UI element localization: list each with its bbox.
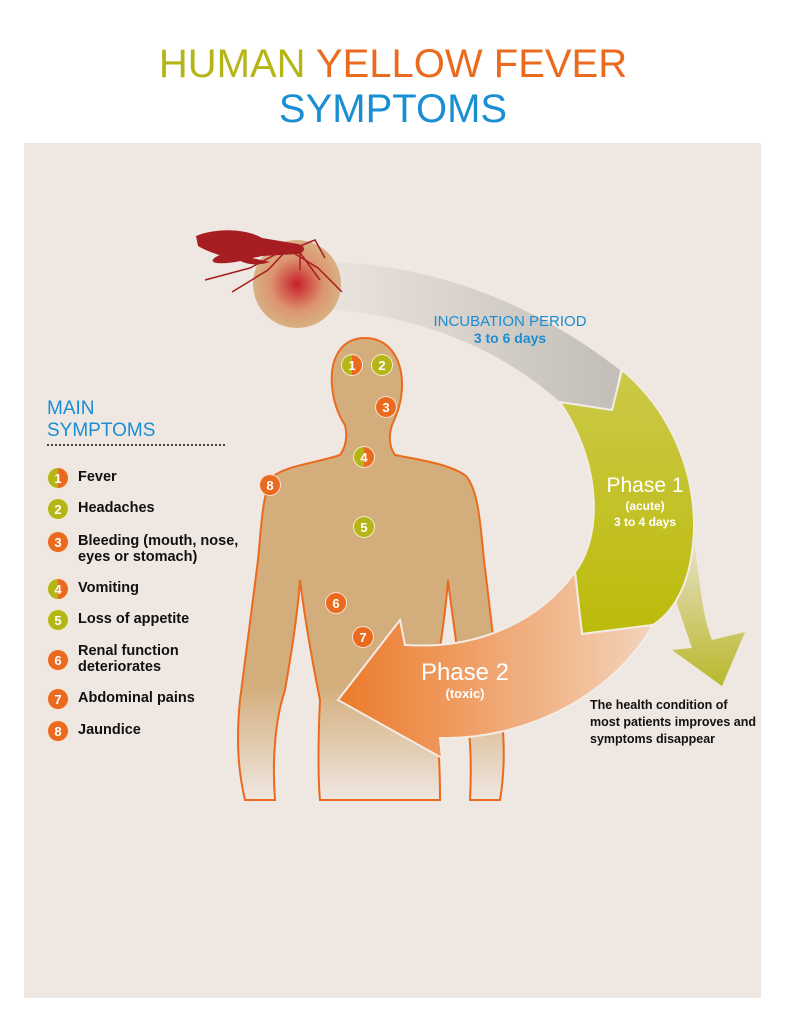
phase-2-label: Phase 2 (toxic) xyxy=(400,660,530,702)
phase-2-type: (toxic) xyxy=(445,686,485,701)
legend-item: 5 Loss of appetite xyxy=(47,609,189,631)
phase-2-arrow xyxy=(336,569,655,760)
legend-item: 8 Jaundice xyxy=(47,720,141,742)
body-badge-5: 5 xyxy=(353,516,375,538)
legend-label: Abdominal pains xyxy=(78,690,195,706)
legend-label: Renal function deteriorates xyxy=(78,643,179,675)
title-human: HUMAN xyxy=(158,42,306,86)
phase-1-type: (acute) xyxy=(625,499,665,513)
legend-item: 7 Abdominal pains xyxy=(47,688,195,710)
body-badge-2: 2 xyxy=(371,354,393,376)
legend-badge: 7 xyxy=(47,688,69,710)
title-line-2: SYMPTOMS xyxy=(278,87,508,131)
body-badge-3: 3 xyxy=(375,396,397,418)
legend-label: Jaundice xyxy=(78,722,141,738)
incubation-duration: 3 to 6 days xyxy=(473,330,547,346)
body-badge-6: 6 xyxy=(325,592,347,614)
recovery-text: The health condition of most patients im… xyxy=(590,698,757,746)
legend-badge: 5 xyxy=(47,609,69,631)
incubation-label: INCUBATION PERIOD 3 to 6 days xyxy=(420,313,600,346)
body-badge-1: 1 xyxy=(341,354,363,376)
incubation-title: INCUBATION PERIOD xyxy=(433,313,587,330)
body-badge-8: 8 xyxy=(259,474,281,496)
legend-label: Vomiting xyxy=(78,580,139,596)
legend-badge: 4 xyxy=(47,578,69,600)
incubation-arrow xyxy=(300,261,620,410)
title-line-1: HUMAN YELLOW FEVER xyxy=(0,42,786,86)
legend-item: 4 Vomiting xyxy=(47,578,139,600)
legend-label: Fever xyxy=(78,469,117,485)
legend-badge: 2 xyxy=(47,498,69,520)
legend-item: 2 Headaches xyxy=(47,498,155,520)
phase-1-title: Phase 1 xyxy=(606,474,684,497)
legend-item: 3 Bleeding (mouth, nose, eyes or stomach) xyxy=(47,531,268,565)
title-yellow-fever: YELLOW FEVER xyxy=(315,42,628,86)
legend-badge: 6 xyxy=(47,649,69,671)
phase-1-duration: 3 to 4 days xyxy=(613,515,677,529)
legend-badge: 8 xyxy=(47,720,69,742)
legend-badge: 1 xyxy=(47,467,69,489)
legend-divider xyxy=(47,444,225,446)
legend-item: 1 Fever xyxy=(47,467,117,489)
phase-1-label: Phase 1 (acute) 3 to 4 days xyxy=(590,474,700,530)
legend-label: Loss of appetite xyxy=(78,611,190,627)
legend-badge: 3 xyxy=(47,531,69,553)
legend-title-line-1: MAIN xyxy=(47,398,95,419)
legend-label: Bleeding (mouth, nose, eyes or stomach) xyxy=(78,533,239,565)
legend-item: 6 Renal function deteriorates xyxy=(47,641,198,675)
legend-title-line-2: SYMPTOMS xyxy=(47,420,156,441)
body-badge-4: 4 xyxy=(353,446,375,468)
phase-1-arrow xyxy=(557,368,696,636)
body-badge-7: 7 xyxy=(352,626,374,648)
legend-title: MAIN SYMPTOMS xyxy=(47,398,155,442)
mosquito-icon xyxy=(196,230,343,293)
legend-label: Headaches xyxy=(78,500,155,516)
phase-2-title: Phase 2 xyxy=(420,659,510,686)
